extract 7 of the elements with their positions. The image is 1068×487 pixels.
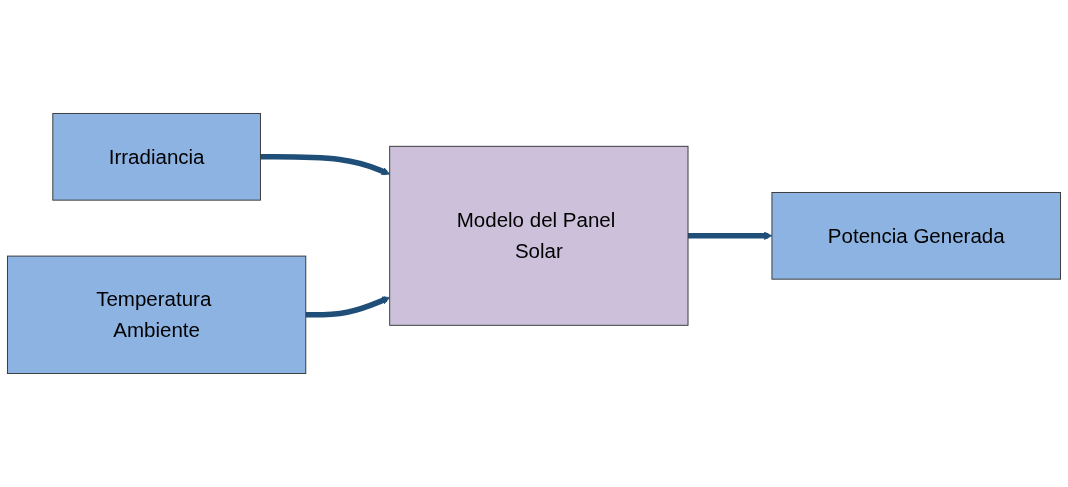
node-box: Temperatura Ambiente <box>7 255 307 374</box>
arrow <box>260 154 391 176</box>
node-box: Irradiancia <box>52 113 261 201</box>
node-box: Modelo del Panel Solar <box>389 145 689 326</box>
node-box: Potencia Generada <box>771 192 1061 280</box>
arrow <box>305 296 391 318</box>
arrow <box>688 231 773 240</box>
